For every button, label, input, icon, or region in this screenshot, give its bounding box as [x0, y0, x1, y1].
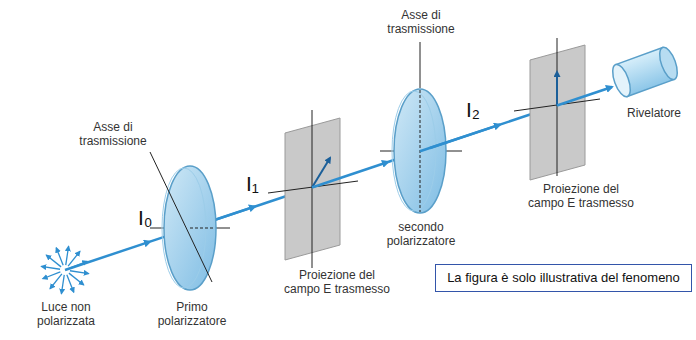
light-ray — [67, 275, 74, 293]
light-ray — [43, 272, 61, 279]
e-field-arrow — [556, 72, 558, 106]
polarizer-rim — [162, 168, 206, 288]
axis-line — [557, 38, 558, 176]
projection-label: Proiezione del campo E trasmesso — [524, 182, 638, 210]
polarizer-rim — [392, 91, 436, 211]
light-ray — [56, 248, 63, 266]
detector — [609, 45, 681, 99]
first-polarizer — [164, 166, 216, 290]
axis-line — [190, 228, 215, 229]
intensity-label: I₁ — [246, 172, 286, 196]
axis-label: Asse di trasmissione — [380, 8, 462, 36]
light-ray — [41, 266, 60, 269]
light-ray — [69, 273, 84, 285]
light-ray — [68, 251, 80, 266]
transmission-axis — [150, 152, 212, 282]
transmission-axis — [420, 42, 421, 88]
light-ray — [66, 246, 69, 265]
light-beam — [557, 87, 612, 106]
note-box: La figura è solo illustrativa del fenome… — [435, 264, 692, 292]
projection-label: Proiezione del campo E trasmesso — [280, 268, 394, 296]
polarizer-label: Primo polarizzatore — [150, 300, 234, 328]
light-beam — [430, 125, 500, 148]
axis-line — [312, 110, 313, 268]
detector-label: Rivelatore — [618, 106, 690, 120]
polarizer-label: secondo polarizzatore — [378, 220, 464, 248]
light-ray — [70, 271, 89, 274]
note-text: La figura è solo illustrativa del fenome… — [442, 270, 685, 286]
light-beam — [312, 162, 388, 188]
light-beam — [65, 242, 150, 270]
light-ray — [46, 255, 61, 267]
axis-label: Asse di trasmissione — [72, 120, 154, 148]
intensity-label: I₀ — [138, 206, 178, 230]
source-label: Luce non polarizzata — [24, 300, 108, 328]
intensity-label: I₂ — [466, 98, 506, 122]
light-ray — [50, 274, 62, 289]
light-ray — [61, 275, 64, 294]
